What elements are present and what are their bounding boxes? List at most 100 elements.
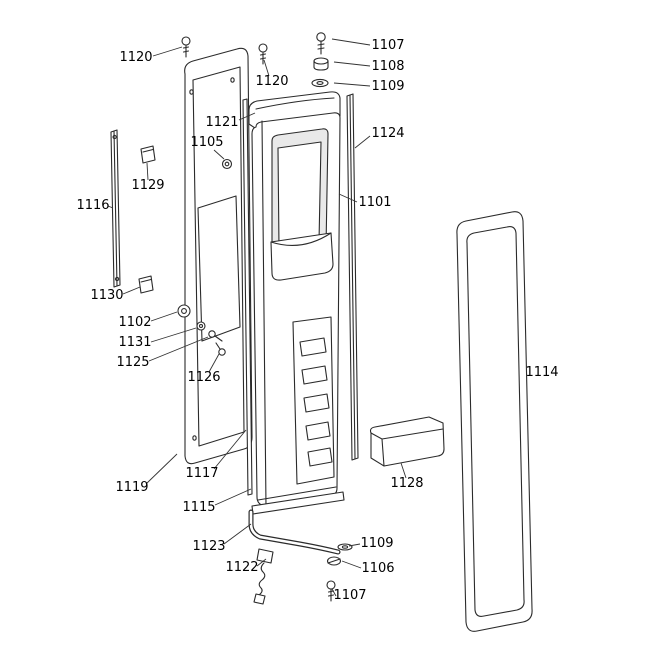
leader-line [256,558,267,567]
gasket-outer [456,211,533,632]
panel-outline [184,47,253,465]
leader-line [107,205,114,209]
washer-1131 [196,321,206,331]
leader-line [354,135,371,149]
part-number-label: 1116 [76,198,109,213]
leader-line [213,429,247,470]
screw-shaft [182,44,190,58]
leader-line [213,149,225,160]
shelf-hook-2 [301,365,328,385]
leader-line [338,193,358,203]
trim-strip-1124 [346,93,359,461]
side-trim-strip [110,129,121,288]
grommet-inner [181,308,187,314]
shelf-hook-5 [307,447,333,467]
screw-shaft [215,342,221,350]
leader-line [348,543,361,547]
tube-outer [248,509,341,555]
part-number-label: 1109 [371,79,404,94]
door-left-edge [261,120,267,508]
leader-line [214,488,252,506]
dairy-tray [270,232,334,281]
shelf-hook-1 [299,337,327,357]
part-number-label: 1130 [90,288,123,303]
part-number-label: 1106 [361,561,394,576]
part-number-label: 1129 [131,178,164,193]
clip-outline [140,145,156,164]
part-number-label: 1101 [358,195,391,210]
part-number-label: 1122 [225,560,258,575]
stud-inner [224,161,230,167]
screw-1107-bottom [326,580,336,602]
leader-line [341,560,362,569]
part-number-label: 1109 [360,536,393,551]
clamp-1106 [326,556,342,566]
tube-core [249,510,340,554]
clip-line [140,278,152,283]
part-number-label: 1120 [119,50,152,65]
part-number-label: 1123 [192,539,225,554]
leader-line [223,523,252,545]
clip-line [142,148,154,153]
part-number-label: 1131 [118,335,151,350]
connector-wire [258,562,266,596]
diagram-shapes [110,32,533,632]
washer-1109-top [311,78,329,88]
panel-recessed-area [197,195,241,342]
leader-line [238,112,256,121]
tube-connector-1122 [256,548,274,564]
handle-outline [369,416,445,467]
leader-line [331,38,371,46]
part-number-label: 1119 [115,480,148,495]
grommet-body [313,60,329,71]
part-number-label: 1128 [390,476,423,491]
leader-line [263,59,270,77]
leader-line [150,311,178,322]
washer-outer [196,321,206,331]
part-number-label: 1107 [371,38,404,53]
clip-outline [138,275,154,294]
part-number-label: 1125 [116,355,149,370]
mounting-clip-upper [140,145,156,164]
panel-screw-left [181,36,191,58]
part-number-label: 1114 [525,365,558,380]
handle-channel-lines [370,428,444,467]
upper-compartment-window [277,141,322,249]
screw-1126 [215,342,226,356]
shelf-hook-4 [305,421,331,441]
washer-outer [311,78,329,88]
part-number-label: 1121 [205,115,238,130]
door-gasket [456,211,533,632]
part-number-label: 1107 [333,588,366,603]
screw-head [316,32,326,42]
leader-line [150,327,197,343]
screw-1107-top [316,32,326,55]
grommet-outer [177,304,191,318]
screw-1125 [208,330,223,342]
screw-head [208,330,216,338]
leader-line [208,353,220,373]
door-bottom-edge [257,486,337,501]
washer-1109-bottom [337,543,353,551]
leader-line [333,61,371,67]
part-labels-layer: 1120110711081109112011211124110511291116… [76,38,558,603]
part-number-label: 1124 [371,126,404,141]
leader-line [148,336,209,362]
screw-shaft [317,40,325,55]
inner-door-panel [184,47,253,465]
cap-opening-line [255,97,335,110]
leader-line [333,82,371,87]
washer-inner [341,545,349,549]
stud-1105 [221,158,233,170]
washer-inner [316,81,324,85]
strip-inner-line [349,94,356,460]
wire-plug [253,593,266,605]
leader-line [152,46,183,57]
panel-screw-right [258,43,268,65]
part-number-label: 1102 [118,315,151,330]
screw-shaft [327,588,335,602]
leader-line [122,286,141,295]
gasket-inner [466,226,525,617]
grommet-1102 [177,304,191,318]
